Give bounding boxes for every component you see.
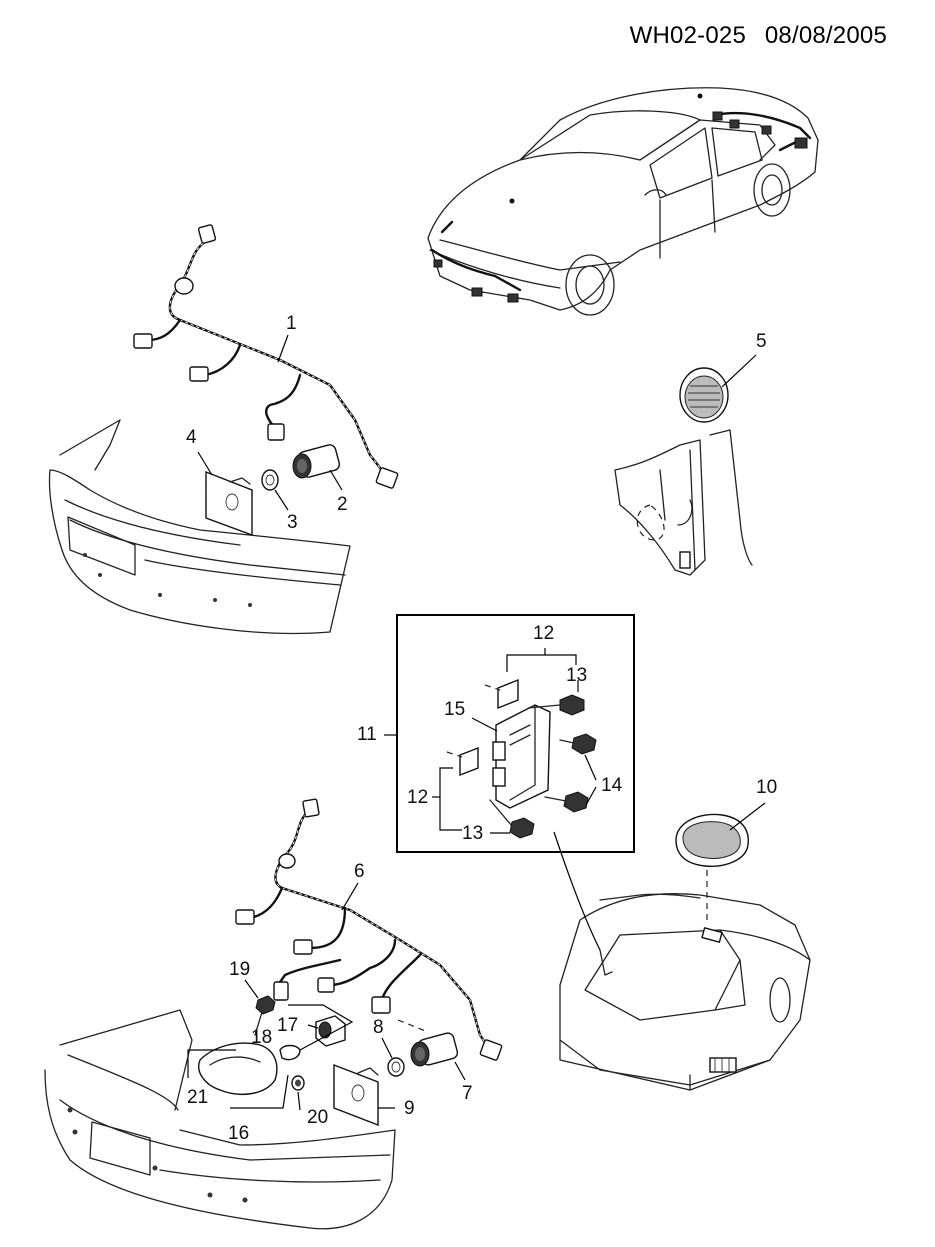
- rear-bumper-illustration: [44, 1009, 396, 1230]
- module-bolt: [544, 791, 589, 813]
- front-parking-sensor: [292, 444, 341, 479]
- car-overview-illustration: [427, 87, 819, 316]
- trunk-illustration: [559, 893, 811, 1091]
- callout-10: 10: [756, 777, 778, 798]
- callout-21: 21: [187, 1087, 209, 1108]
- callout-3: 3: [287, 512, 298, 533]
- rear-parking-sensor: [397, 1019, 459, 1067]
- callout-4: 4: [186, 427, 197, 448]
- rear-sensor-bracket: [333, 1063, 379, 1127]
- diagram-reference: WH02-025: [629, 22, 746, 49]
- callout-6: 6: [354, 861, 365, 882]
- callout-14: 14: [601, 775, 623, 796]
- callout-12-lower: 12: [407, 787, 429, 808]
- callout-leader-lines: [197, 334, 766, 1111]
- callout-9: 9: [404, 1098, 415, 1119]
- front-bumper-illustration: [48, 419, 351, 635]
- callout-13-lower: 13: [462, 823, 484, 844]
- module-bolt: [527, 694, 585, 716]
- module-location-leader: [553, 831, 601, 951]
- front-buzzer-speaker: [679, 367, 729, 423]
- callout-18: 18: [251, 1027, 273, 1048]
- callout-5: 5: [756, 331, 767, 352]
- callout-15: 15: [444, 699, 466, 720]
- rear-sensor-seal-ring: [387, 1057, 405, 1077]
- callout-13-upper: 13: [566, 665, 588, 686]
- front-wiring-harness: [133, 224, 399, 489]
- module-bolt: [489, 799, 535, 839]
- rear-bracket-assembly: [187, 995, 354, 1095]
- callout-20: 20: [307, 1107, 329, 1128]
- callout-16: 16: [228, 1123, 250, 1144]
- callout-1: 1: [286, 313, 297, 334]
- callout-2: 2: [337, 494, 348, 515]
- module-bolt: [559, 733, 597, 755]
- callout-12-upper: 12: [533, 623, 555, 644]
- callout-19: 19: [229, 959, 251, 980]
- rear-wiring-harness: [235, 798, 503, 1061]
- diagram-date: 08/08/2005: [764, 22, 887, 49]
- callout-17: 17: [277, 1015, 299, 1036]
- rear-buzzer-speaker: [675, 813, 749, 925]
- callout-8: 8: [373, 1017, 384, 1038]
- callout-11: 11: [357, 724, 377, 745]
- front-sensor-seal-ring: [261, 469, 279, 491]
- diagram-header: WH02-025 08/08/2005: [630, 22, 887, 50]
- a-pillar-mount-illustration: [614, 429, 753, 576]
- callout-7: 7: [462, 1083, 473, 1104]
- module-detail-box: [384, 614, 635, 853]
- front-sensor-bracket: [205, 470, 253, 537]
